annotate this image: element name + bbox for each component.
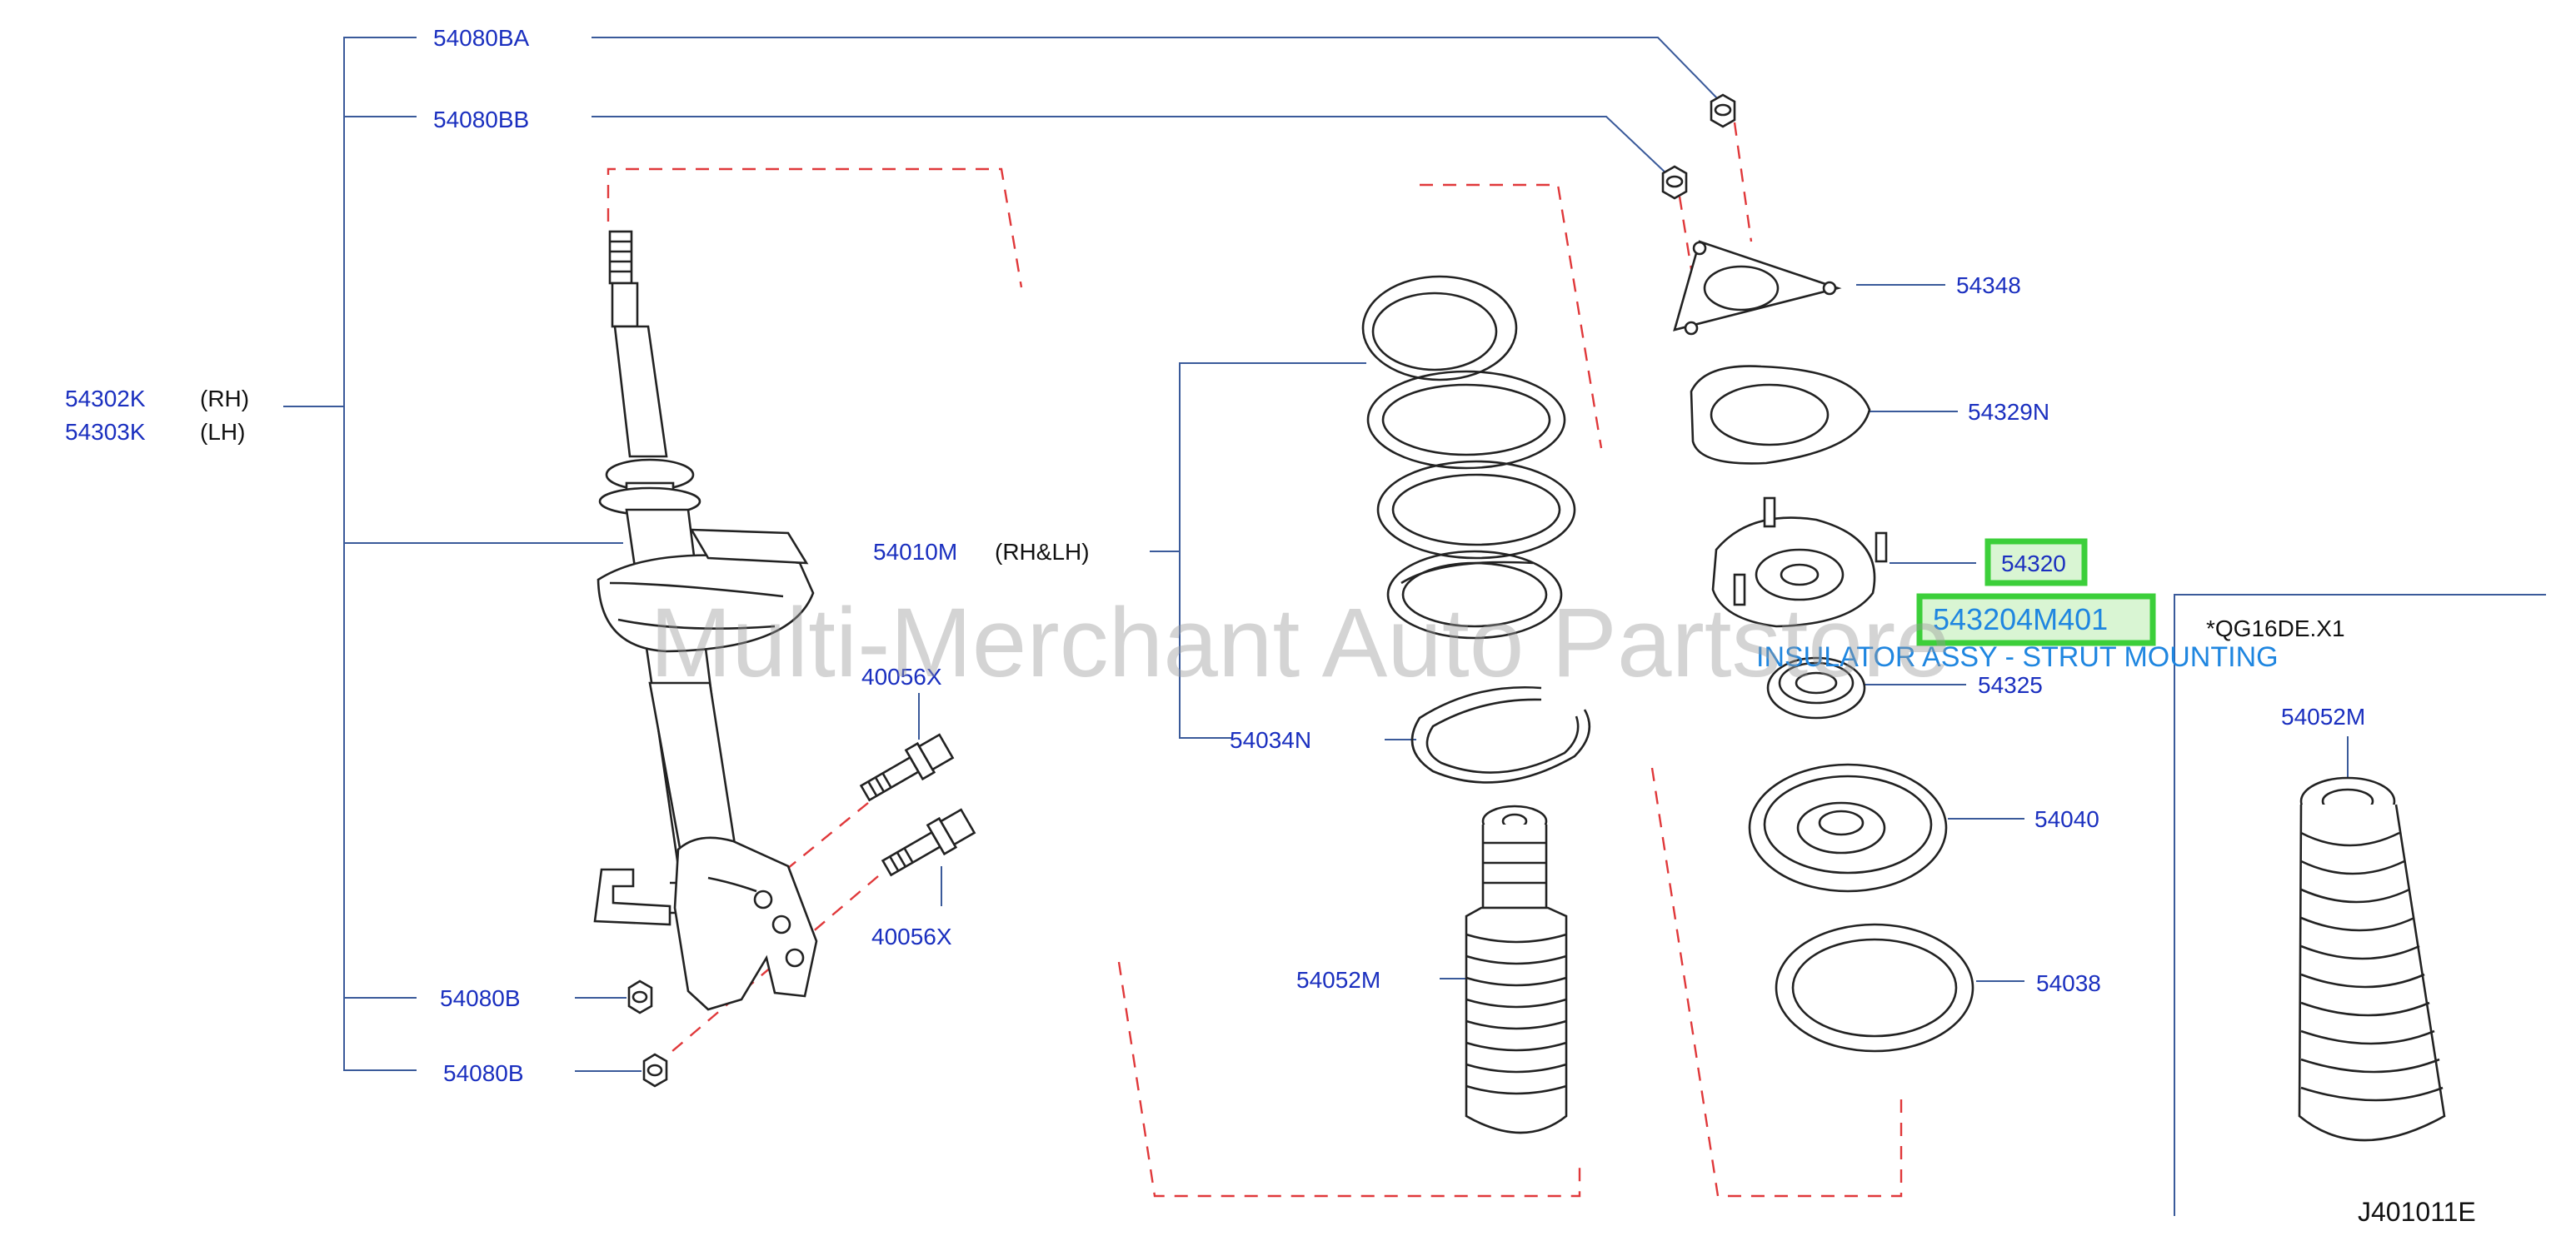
label-40056X-top[interactable]: 40056X (861, 664, 942, 690)
label-54302K[interactable]: 54302K (65, 386, 146, 411)
gasket-54329N (1690, 365, 1871, 465)
label-54080BB[interactable]: 54080BB (433, 107, 529, 132)
label-54080B-bottom[interactable]: 54080B (443, 1060, 524, 1086)
insulator-54320 (1711, 496, 1888, 628)
label-rh: (RH) (200, 386, 249, 411)
leader-lines (283, 37, 2546, 1216)
label-54348[interactable]: 54348 (1956, 272, 2021, 298)
highlight-part-number[interactable]: 543204M401 (1933, 602, 2108, 636)
spring-rubber-seat (1410, 685, 1591, 784)
highlight-description: INSULATOR ASSY - STRUT MOUNTING (1756, 641, 2279, 673)
watermark: Multi-Merchant Auto Partstore (650, 588, 1950, 698)
bearing-54325 (1766, 656, 1866, 720)
diagram-code: J401011E (2358, 1197, 2476, 1227)
bump-stop-mid (1465, 805, 1568, 1134)
label-rhlh: (RH&LH) (995, 539, 1090, 565)
plate-54348 (1673, 240, 1842, 336)
highlighted-part: 54320 543204M401 INSULATOR ASSY - STRUT … (1756, 538, 2279, 673)
label-54303K[interactable]: 54303K (65, 419, 146, 445)
label-40056X-bottom[interactable]: 40056X (871, 924, 952, 949)
label-54010M[interactable]: 54010M (873, 539, 957, 565)
highlight-box-part-number[interactable] (1916, 593, 2156, 646)
label-54329N[interactable]: 54329N (1968, 399, 2049, 425)
label-54320[interactable]: 54320 (2001, 551, 2066, 576)
coil-spring (1361, 275, 1576, 640)
seat-54040 (1748, 763, 1948, 893)
label-54052M-right[interactable]: 54052M (2281, 704, 2365, 730)
label-54080B-top[interactable]: 54080B (440, 985, 521, 1011)
label-54040[interactable]: 54040 (2034, 806, 2099, 832)
strut-assembly (593, 230, 818, 1011)
bump-stop-right (2298, 776, 2446, 1142)
bolts-40056X (859, 733, 976, 877)
ring-54038 (1775, 923, 1974, 1053)
variant-note: *QG16DE.X1 (2206, 616, 2345, 641)
highlight-box-54320[interactable] (1984, 538, 2088, 586)
label-54080BA[interactable]: 54080BA (433, 25, 530, 51)
label-54038[interactable]: 54038 (2036, 970, 2101, 996)
part-labels: 54080BA 54080BB 54302K (RH) 54303K (LH) … (65, 25, 2476, 1227)
label-lh: (LH) (200, 419, 245, 445)
label-54325[interactable]: 54325 (1978, 672, 2043, 698)
label-54034N[interactable]: 54034N (1230, 727, 1311, 753)
label-54052M-mid[interactable]: 54052M (1296, 967, 1380, 993)
nuts (627, 93, 1736, 1088)
